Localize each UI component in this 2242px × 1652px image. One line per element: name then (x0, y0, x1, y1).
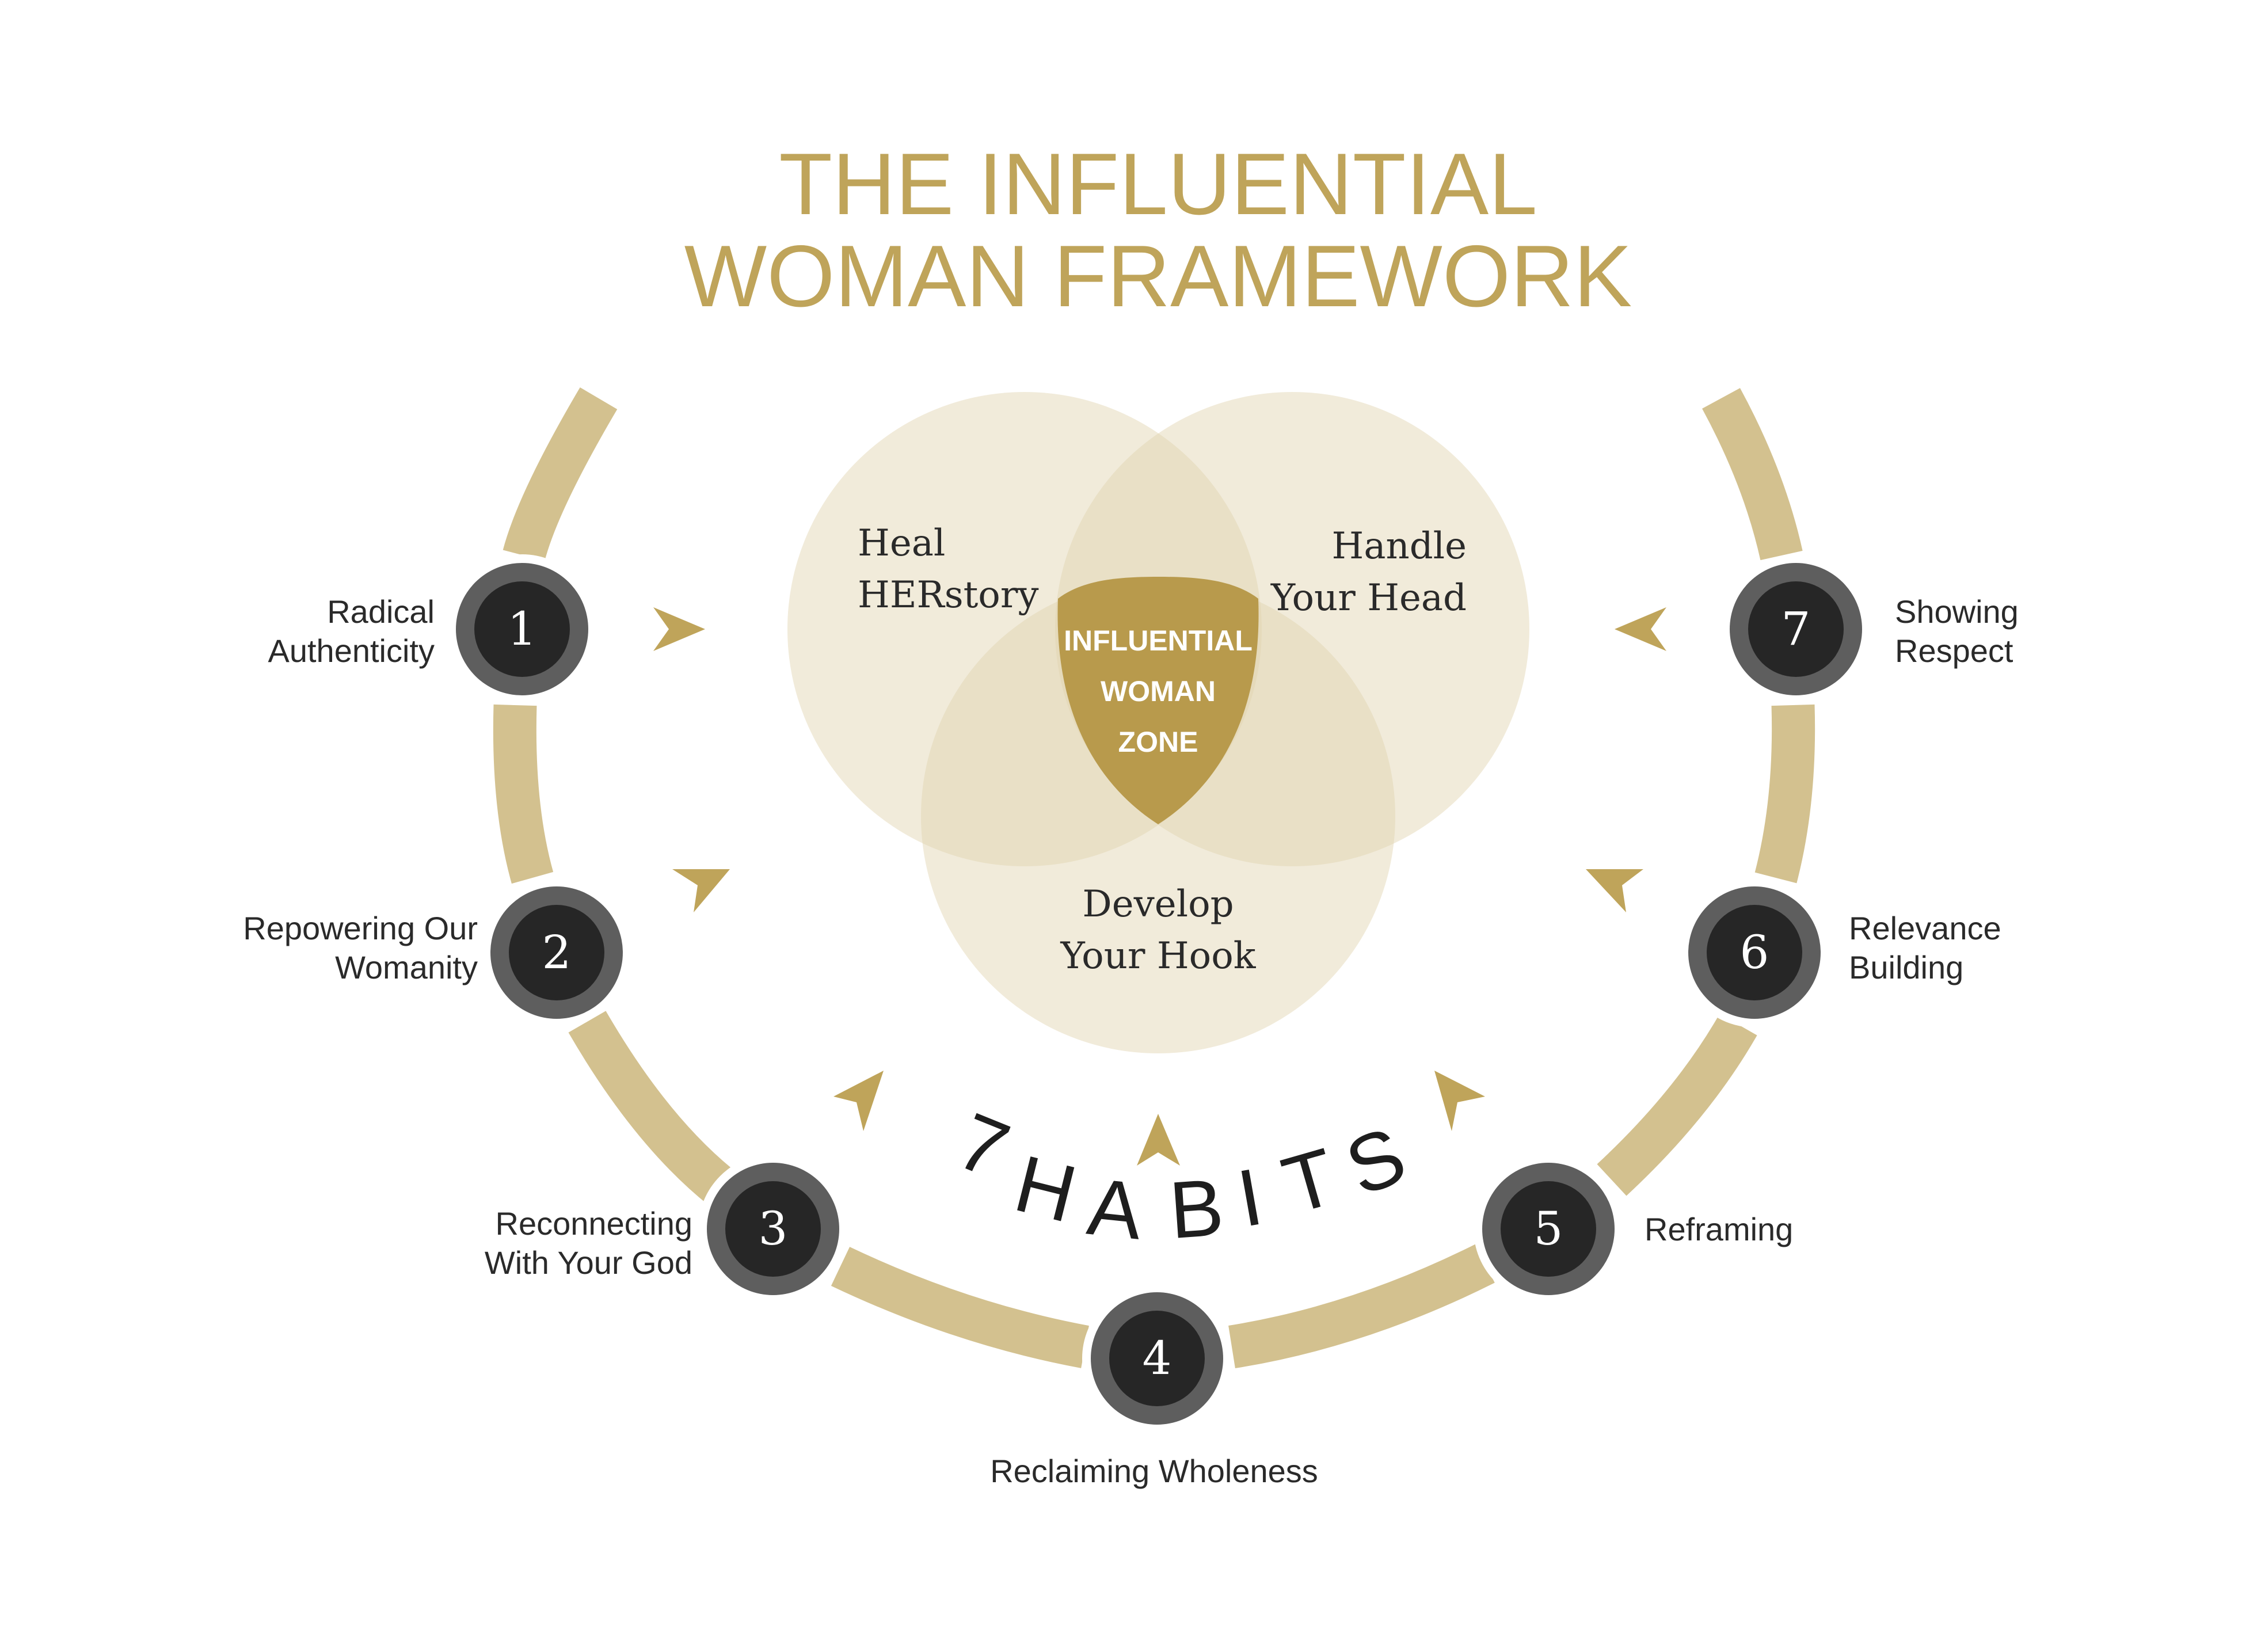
habit-number-6: 6 (1740, 926, 1769, 979)
arc-segment-2-3 (568, 1011, 736, 1206)
title-line-1: THE INFLUENTIAL (779, 135, 1537, 233)
habit-label-6-line2: Building (1849, 949, 1963, 985)
node-core (1109, 1311, 1205, 1406)
arrow-icon-6 (1586, 869, 1643, 912)
habit-node-6: 6 (1680, 878, 1829, 1027)
seven-habits-label: 7 H A B I T S (946, 1095, 1418, 1257)
arrow-icon-3 (833, 1071, 884, 1131)
venn-label-handle-line1: Handle (1332, 525, 1467, 568)
node-core (1501, 1181, 1596, 1277)
venn-label-develop-line1: Develop (1082, 883, 1234, 926)
habit-arc (493, 387, 1815, 1369)
habit-node-2: 2 (482, 878, 631, 1027)
habit-node-5: 5 (1474, 1154, 1623, 1304)
node-core (509, 905, 604, 1000)
arrow-icon-1 (653, 607, 705, 651)
habits-letter-h: H (1007, 1138, 1085, 1240)
venn-diagram: Heal HERstory Handle Your Head Develop Y… (787, 392, 1529, 1053)
habit-label-7-line2: Respect (1895, 633, 2013, 669)
habit-node-1: 1 (447, 554, 597, 704)
venn-label-heal-line1: Heal (858, 522, 945, 565)
node-core (1707, 905, 1802, 1000)
habit-label-2-line2: Womanity (335, 949, 478, 985)
node-core (1748, 581, 1844, 677)
zone-label-line1: INFLUENTIAL (1064, 625, 1253, 657)
habit-nodes: 1 2 3 4 5 (447, 554, 1871, 1433)
habit-label-7-line1: Showing (1895, 593, 2019, 630)
habit-labels: Radical Authenticity Repowering Our Woma… (243, 593, 2019, 1489)
venn-label-develop-line2: Your Hook (1060, 935, 1256, 977)
influential-woman-zone (1057, 577, 1259, 824)
habit-label-5-line1: Reframing (1645, 1211, 1793, 1247)
habit-label-1-line1: Radical (327, 593, 435, 630)
habit-node-4: 4 (1082, 1284, 1232, 1433)
habits-letter-t: T (1273, 1130, 1345, 1231)
arc-segment-top-left (503, 387, 618, 561)
habit-node-3: 3 (698, 1154, 848, 1304)
habit-number-4: 4 (1143, 1331, 1172, 1385)
arrow-icon-7 (1615, 607, 1666, 651)
habit-label-3-line1: Reconnecting (496, 1205, 692, 1242)
habits-letter-i: I (1231, 1151, 1269, 1244)
habits-letter-b: B (1167, 1162, 1227, 1255)
habit-label-3-line2: With Your God (485, 1244, 692, 1281)
habits-number: 7 (946, 1095, 1021, 1196)
arc-segment-1-2 (493, 704, 554, 884)
zone-label-line3: ZONE (1118, 726, 1198, 758)
habit-label-1-line2: Authenticity (268, 633, 435, 669)
habit-number-7: 7 (1782, 602, 1811, 656)
habit-number-5: 5 (1534, 1202, 1563, 1255)
habit-label-4-line1: Reclaiming Wholeness (990, 1453, 1318, 1489)
arc-segment-top-right (1702, 388, 1803, 561)
arrow-icon-2 (672, 869, 730, 912)
venn-label-heal-line2: HERstory (858, 574, 1039, 616)
arrow-icon-5 (1434, 1071, 1485, 1131)
habit-number-3: 3 (759, 1202, 788, 1255)
habits-letter-a: A (1083, 1161, 1147, 1257)
habit-label-6-line1: Relevance (1849, 910, 2001, 946)
venn-label-handle-line2: Your Head (1270, 577, 1467, 619)
arc-segment-4-5 (1228, 1244, 1495, 1369)
node-core (474, 581, 570, 677)
arc-segment-5-6 (1597, 1014, 1757, 1196)
habit-number-2: 2 (542, 926, 572, 979)
node-core (725, 1181, 821, 1277)
direction-arrows (653, 607, 1666, 1166)
habit-number-1: 1 (508, 602, 537, 656)
arc-segment-3-4 (831, 1247, 1089, 1368)
habit-node-7: 7 (1721, 554, 1871, 704)
arrow-icon-4 (1137, 1114, 1180, 1166)
habits-letter-s: S (1334, 1109, 1417, 1213)
title-line-2: WOMAN FRAMEWORK (684, 227, 1632, 325)
zone-label-line2: WOMAN (1101, 675, 1216, 707)
title: THE INFLUENTIAL WOMAN FRAMEWORK (684, 135, 1632, 325)
habit-label-2-line1: Repowering Our (243, 910, 478, 946)
arc-segment-6-7 (1754, 704, 1815, 884)
